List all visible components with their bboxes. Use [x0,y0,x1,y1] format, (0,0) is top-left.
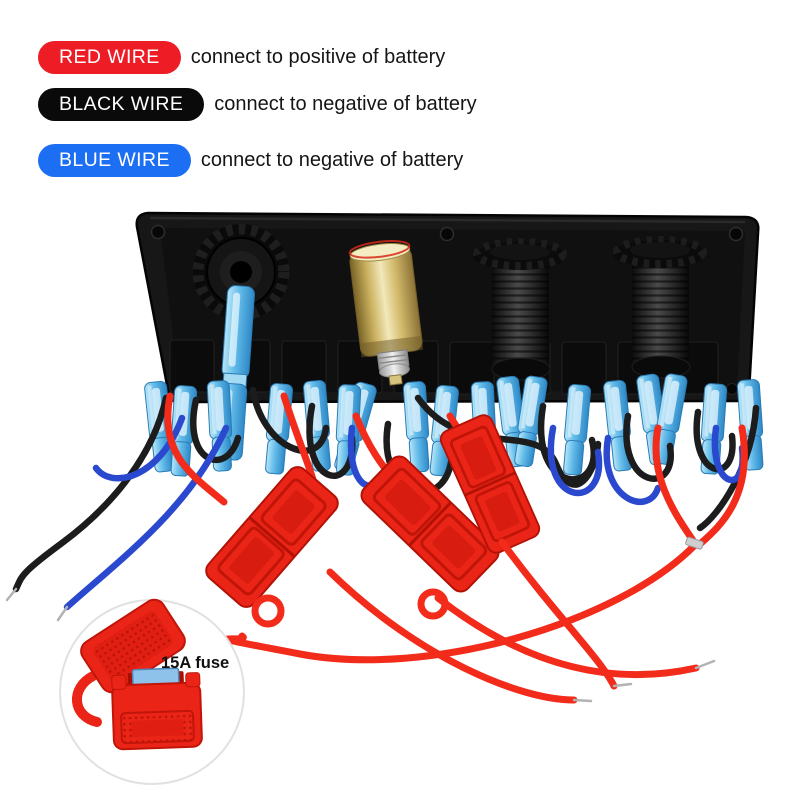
fuse-rating-label: 15A fuse [161,654,230,672]
power-socket-back [473,238,567,381]
blue-wires [56,414,746,622]
crimp-joint [685,536,704,550]
red-wire-badge: RED WIRE [38,41,181,74]
screw-icon [728,226,744,242]
legend-row-red: RED WIRE connect to positive of battery [38,41,445,74]
screw-icon [726,383,738,395]
fuse-inset [59,598,245,785]
bare-wire-tip [612,682,633,688]
bare-wire-tip [5,587,18,602]
power-socket-back [613,236,707,379]
legend-row-black: BLACK WIRE connect to negative of batter… [38,88,477,121]
lighter-socket-back [348,240,424,386]
blue-wire-description: connect to negative of battery [200,149,464,171]
red-wire-tails [223,538,716,704]
fuse-holder-loop [251,594,285,628]
legend-row-blue: BLUE WIRE connect to negative of battery [38,144,463,177]
blue-wire-badge: BLUE WIRE [38,144,191,177]
fuse-holders [200,410,544,613]
black-wire-badge: BLACK WIRE [38,88,205,121]
screw-icon [439,226,455,242]
inline-fuse-holder [200,461,344,613]
fuse-holder-body [111,667,203,751]
panel-housing [135,211,760,404]
bare-wire-tip [572,698,593,703]
bare-wire-tip [56,605,69,622]
usb-socket-back [192,223,290,321]
screw-icon [150,224,166,240]
black-wires [5,386,760,602]
black-wire-description: connect to negative of battery [214,93,477,115]
fuse-holder-lid [80,598,186,694]
red-wire-description: connect to positive of battery [190,46,446,68]
fuse-holder-loop [417,588,449,620]
bare-wire-tip [694,659,716,670]
